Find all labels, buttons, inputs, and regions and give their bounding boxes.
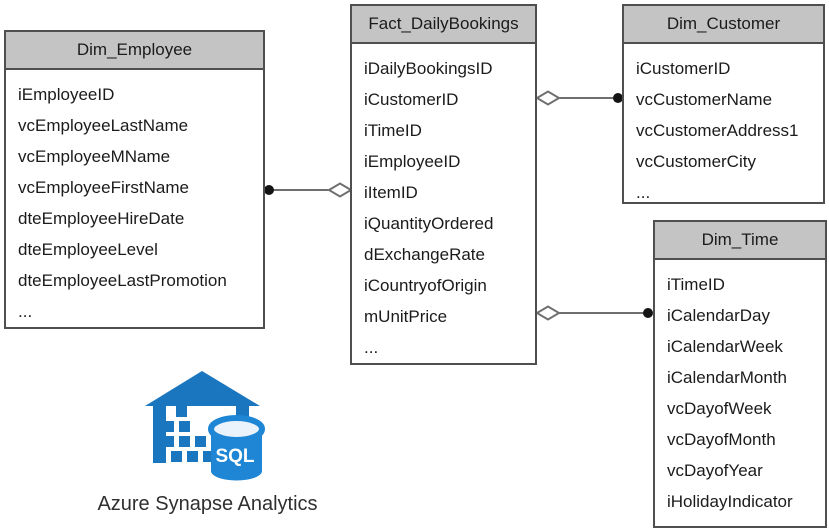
table-field: iDailyBookingsID xyxy=(364,59,493,78)
relationship-employee-fact xyxy=(264,182,353,198)
table-field: dExchangeRate xyxy=(364,245,485,264)
table-field: vcEmployeeLastName xyxy=(18,116,189,135)
table-field: iEmployeeID xyxy=(364,152,461,171)
open-diamond-marker xyxy=(327,182,353,198)
table-field: ... xyxy=(364,338,379,357)
table-field: iCalendarWeek xyxy=(667,337,783,356)
table-field: vcCustomerCity xyxy=(636,152,756,171)
warehouse-right-wall xyxy=(236,403,249,436)
table-field: vcEmployeeMName xyxy=(18,147,171,166)
table-field: dteEmployeeLastPromotion xyxy=(18,271,227,290)
table-field: mUnitPrice xyxy=(364,307,448,326)
warehouse-left-wall xyxy=(153,403,166,463)
table-field: dteEmployeeLevel xyxy=(18,240,158,259)
table-title: Fact_DailyBookings xyxy=(352,6,535,44)
table-field-list: iTimeID iCalendarDay iCalendarWeek iCalenda… xyxy=(655,260,825,517)
table-dim-customer: Dim_Customer iCustomerID vcCustomerName vc… xyxy=(622,4,825,204)
table-field: iCustomerID xyxy=(364,90,459,109)
table-field: iTimeID xyxy=(667,275,725,294)
table-dim-employee: Dim_Employee iEmployeeID vcEmployeeLastNa… xyxy=(4,30,265,329)
sql-badge-label: SQL xyxy=(215,446,254,467)
table-title: Dim_Employee xyxy=(6,32,263,70)
warehouse-icon xyxy=(145,371,260,463)
table-field: vcDayofMonth xyxy=(667,430,776,449)
table-field: iTimeID xyxy=(364,121,422,140)
table-dim-time: Dim_Time iTimeID iCalendarDay iCalendarWee… xyxy=(653,220,827,528)
table-field: vcDayofYear xyxy=(667,461,763,480)
open-diamond-marker xyxy=(535,90,561,106)
azure-synapse-label: Azure Synapse Analytics xyxy=(97,493,318,515)
table-field: vcCustomerName xyxy=(636,90,773,109)
open-diamond-marker xyxy=(535,305,561,321)
table-field: iEmployeeID xyxy=(18,85,115,104)
table-field: vcCustomerAddress1 xyxy=(636,121,799,140)
relationship-fact-time xyxy=(535,305,653,321)
sql-database-cylinder-icon: SQL xyxy=(208,415,265,481)
relationship-fact-customer xyxy=(535,90,623,106)
table-field: ... xyxy=(18,302,33,321)
table-field: ... xyxy=(636,183,651,202)
table-field: iHolidayIndicator xyxy=(667,492,793,511)
table-field: iCountryofOrigin xyxy=(364,276,487,295)
table-field: iCustomerID xyxy=(636,59,731,78)
table-field: vcDayofWeek xyxy=(667,399,772,418)
warehouse-roof xyxy=(145,371,260,406)
table-field: dteEmployeeHireDate xyxy=(18,209,185,228)
table-title: Dim_Time xyxy=(655,222,825,260)
filled-dot-marker xyxy=(264,185,274,195)
table-field: vcEmployeeFirstName xyxy=(18,178,189,197)
warehouse-boxes xyxy=(163,406,214,462)
table-field-list: iEmployeeID vcEmployeeLastName vcEmployeeM… xyxy=(6,70,263,327)
cylinder-body xyxy=(211,429,262,471)
table-field: iQuantityOrdered xyxy=(364,214,494,233)
table-field: iCalendarDay xyxy=(667,306,770,325)
cylinder-bottom xyxy=(211,461,262,481)
table-field-list: iCustomerID vcCustomerName vcCustomerAddre… xyxy=(624,44,823,208)
table-fact-dailybookings: Fact_DailyBookings iDailyBookingsID iCust… xyxy=(350,4,537,365)
table-field: iCalendarMonth xyxy=(667,368,788,387)
cylinder-top xyxy=(208,415,265,443)
azure-synapse-logo-icon: SQL xyxy=(145,371,265,481)
table-field-list: iDailyBookingsID iCustomerID iTimeID iEmplo… xyxy=(352,44,535,363)
table-field: iItemID xyxy=(364,183,418,202)
table-title: Dim_Customer xyxy=(624,6,823,44)
filled-dot-marker xyxy=(643,308,653,318)
